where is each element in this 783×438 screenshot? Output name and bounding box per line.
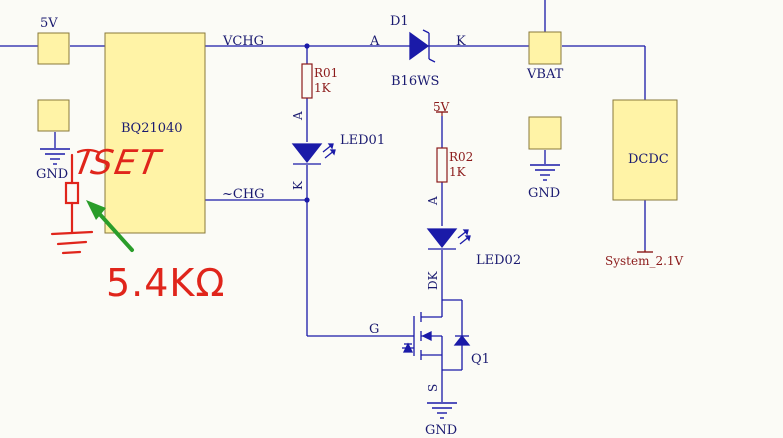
pad-5v: [37, 32, 70, 65]
q1-gate-label: G: [369, 322, 379, 337]
gnd-label-mid: GND: [528, 186, 560, 201]
module-dcdc: [612, 99, 678, 201]
diode-d1-ref: D1: [390, 14, 409, 29]
arrow-icon: [86, 200, 134, 252]
gnd-label-bottom: GND: [425, 423, 457, 438]
junction-vchg: [304, 43, 310, 49]
r02-value: 1K: [449, 165, 467, 179]
resistor-r01: [301, 63, 313, 99]
diode-d1-triangle: [409, 31, 430, 61]
q1-ref: Q1: [471, 352, 490, 367]
pad-gnd-mid: [528, 116, 562, 150]
diode-d1-cathode: K: [456, 34, 466, 49]
gnd-label-left: GND: [36, 167, 68, 182]
pad-gnd-left: [37, 99, 70, 132]
led01-cathode-label: K: [291, 180, 305, 190]
net-label-5v: 5V: [40, 16, 58, 31]
led02-cathode-label: DK: [426, 270, 440, 290]
pad-vbat: [528, 31, 562, 65]
junctions: [304, 43, 310, 203]
annotation-resistor-value: 5.4KΩ: [106, 261, 225, 305]
vbat-label: VBAT: [526, 67, 564, 82]
mosfet-q1: [400, 299, 471, 371]
r02-ref: R02: [449, 150, 473, 164]
chip-label: BQ21040: [121, 121, 183, 136]
annotation-dash: [76, 148, 100, 154]
led01-ref: LED01: [340, 133, 385, 148]
led02-ref: LED02: [476, 253, 521, 268]
chip-bq21040: [104, 32, 206, 234]
q1-source-label: S: [426, 384, 440, 392]
wires: [0, 0, 646, 402]
gnd-symbol-left: [40, 148, 70, 165]
led02-symbol: [426, 228, 471, 250]
annotation-resistor: [64, 181, 80, 205]
r01-value: 1K: [314, 81, 332, 95]
led02-anode-label: A: [426, 196, 440, 206]
net-label-vchg: VCHG: [222, 34, 264, 49]
annotation-layer: [50, 148, 100, 255]
diode-d1: [409, 29, 436, 63]
dcdc-label: DCDC: [628, 152, 669, 167]
led01-symbol: [291, 143, 336, 165]
gnd-symbol-bottom: [427, 402, 457, 419]
diode-d1-value: B16WS: [391, 74, 439, 89]
rail-symbol-system: [637, 250, 653, 253]
diode-d1-anode: A: [369, 34, 380, 49]
resistor-r02: [436, 147, 448, 183]
net-label-5v-mid: 5V: [433, 100, 450, 114]
led01-anode-label: A: [291, 111, 305, 121]
r01-ref: R01: [314, 66, 338, 80]
gnd-symbol-mid: [530, 164, 560, 181]
net-label-chg: ~CHG: [222, 187, 265, 202]
annotation-pin-label: ISET: [76, 143, 166, 183]
system-rail-label: System_2.1V: [605, 254, 684, 268]
junction-chg: [304, 197, 310, 203]
